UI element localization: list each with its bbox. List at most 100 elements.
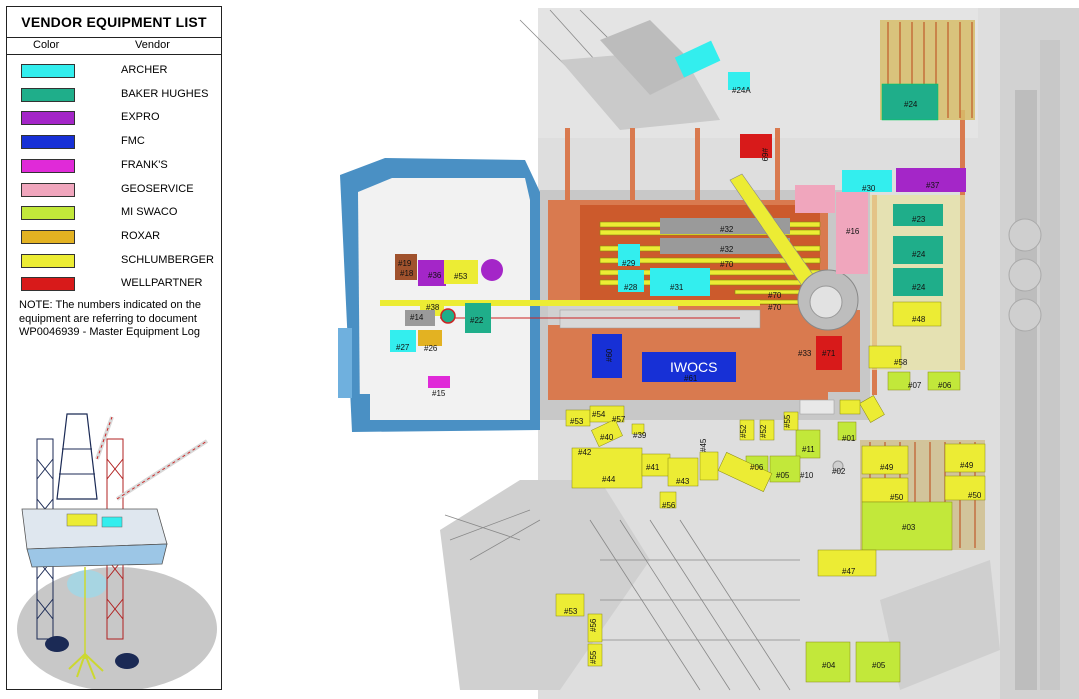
tag-31: #31 bbox=[670, 283, 684, 292]
equipment-01 bbox=[837, 421, 857, 441]
legend-vendor-name: ROXAR bbox=[121, 229, 161, 242]
tag-36: #36 bbox=[428, 271, 442, 280]
equipment-archer-north bbox=[674, 40, 721, 78]
tag-57: #57 bbox=[612, 415, 626, 424]
tag-47: #47 bbox=[842, 567, 856, 576]
equipment-27 bbox=[390, 330, 416, 352]
equipment-49-b bbox=[944, 443, 986, 473]
equipment-53-south bbox=[555, 593, 585, 617]
legend-swatch bbox=[21, 64, 75, 78]
tag-28: #28 bbox=[624, 283, 638, 292]
legend-vendor-name: SCHLUMBERGER bbox=[121, 253, 214, 266]
legend-swatch bbox=[21, 111, 75, 126]
legend-row-frank-s: FRANK'S bbox=[7, 158, 221, 174]
legend-row-roxar: ROXAR bbox=[7, 229, 221, 245]
equipment-24-north bbox=[881, 83, 939, 121]
equipment-56-south bbox=[587, 613, 603, 643]
tag-29: #29 bbox=[622, 259, 636, 268]
equipment-16 bbox=[836, 192, 868, 274]
tag-38: #38 bbox=[426, 303, 440, 312]
equipment-44 bbox=[571, 447, 643, 489]
legend-swatch bbox=[21, 277, 75, 292]
tag-24-east-a: #24 bbox=[912, 250, 926, 259]
equipment-56 bbox=[659, 491, 677, 509]
equipment-11 bbox=[795, 429, 821, 459]
equipment-39 bbox=[631, 423, 645, 435]
equipment-angled bbox=[717, 452, 773, 492]
tag-24a: #24A bbox=[732, 86, 751, 95]
equipment-22 bbox=[465, 303, 491, 333]
equipment-14 bbox=[405, 310, 435, 326]
equipment-52-b bbox=[759, 419, 775, 441]
tag-32-b: #32 bbox=[720, 245, 734, 254]
equipment-05-mid bbox=[769, 455, 801, 483]
tag-19: #19 bbox=[398, 259, 412, 268]
equipment-geoservice bbox=[795, 185, 835, 213]
tag-07: #07 bbox=[908, 381, 922, 390]
tag-05-south: #05 bbox=[872, 661, 886, 670]
equipment-47 bbox=[817, 549, 877, 577]
tag-54: #54 bbox=[592, 410, 606, 419]
equipment-52-a bbox=[739, 419, 755, 441]
tag-52-a: #52 bbox=[739, 424, 748, 438]
tag-45: #45 bbox=[699, 438, 708, 452]
tag-01: #01 bbox=[842, 434, 856, 443]
tag-56: #56 bbox=[662, 501, 676, 510]
tag-50-b: #50 bbox=[968, 491, 982, 500]
equipment-49-a bbox=[861, 445, 909, 475]
legend-swatch bbox=[21, 182, 75, 197]
equipment-48 bbox=[892, 301, 942, 327]
legend-swatch bbox=[21, 206, 75, 221]
tag-37: #37 bbox=[926, 181, 940, 190]
tag-02: #02 bbox=[832, 467, 846, 476]
legend-row-baker-hughes: BAKER HUGHES bbox=[7, 87, 221, 103]
legend-note: NOTE: The numbers indicated on the equip… bbox=[19, 299, 202, 338]
tag-50-a: #50 bbox=[890, 493, 904, 502]
tag-70-b: #70 bbox=[768, 291, 782, 300]
legend-vendor-header: Vendor bbox=[135, 39, 170, 51]
equipment-69 bbox=[740, 134, 772, 158]
equipment-24-east-a bbox=[893, 236, 943, 264]
tag-04: #04 bbox=[822, 661, 836, 670]
tag-55-south: #55 bbox=[589, 650, 598, 664]
tag-33: #33 bbox=[798, 349, 812, 358]
equipment-36 bbox=[418, 260, 446, 286]
tag-03: #03 bbox=[902, 523, 916, 532]
equipment-26 bbox=[418, 330, 442, 346]
legend-color-header: Color bbox=[33, 39, 60, 51]
tag-70-a: #70 bbox=[720, 260, 734, 269]
tag-44: #44 bbox=[602, 475, 616, 484]
tag-60: #60 bbox=[605, 348, 614, 362]
equipment-53-lq bbox=[444, 260, 478, 284]
legend-vendor-name: GEOSERVICE bbox=[121, 182, 194, 195]
tag-05-mid: #05 bbox=[776, 471, 790, 480]
tag-23: #23 bbox=[912, 215, 926, 224]
equipment-61-iwocs bbox=[642, 352, 736, 382]
equipment-28 bbox=[618, 270, 644, 292]
equipment-03 bbox=[861, 501, 953, 551]
rig-thumbnail-image bbox=[17, 413, 217, 689]
legend-vendor-name: EXPRO bbox=[121, 111, 160, 124]
legend-vendor-name: FMC bbox=[121, 135, 145, 148]
tag-11: #11 bbox=[802, 445, 815, 454]
equipment-05-south bbox=[855, 641, 901, 683]
tag-32-a: #32 bbox=[720, 225, 734, 234]
legend-swatch bbox=[21, 253, 75, 268]
legend-swatch bbox=[21, 87, 75, 102]
equipment-54-57 bbox=[589, 405, 625, 423]
tag-24-north: #24 bbox=[904, 100, 918, 109]
legend-vendor-name: MI SWACO bbox=[121, 206, 178, 219]
tag-16: #16 bbox=[846, 227, 860, 236]
tag-18: #18 bbox=[400, 269, 414, 278]
equipment-60 bbox=[592, 334, 622, 378]
equipment-04 bbox=[805, 641, 851, 683]
equipment-43 bbox=[667, 457, 699, 487]
tag-49-b: #49 bbox=[960, 461, 974, 470]
equipment-71 bbox=[816, 336, 842, 370]
tag-39: #39 bbox=[633, 431, 647, 440]
equipment-31 bbox=[650, 268, 710, 296]
equipment-19 bbox=[395, 254, 417, 280]
equipment-55-mid bbox=[783, 411, 799, 431]
equipment-58 bbox=[868, 345, 902, 369]
